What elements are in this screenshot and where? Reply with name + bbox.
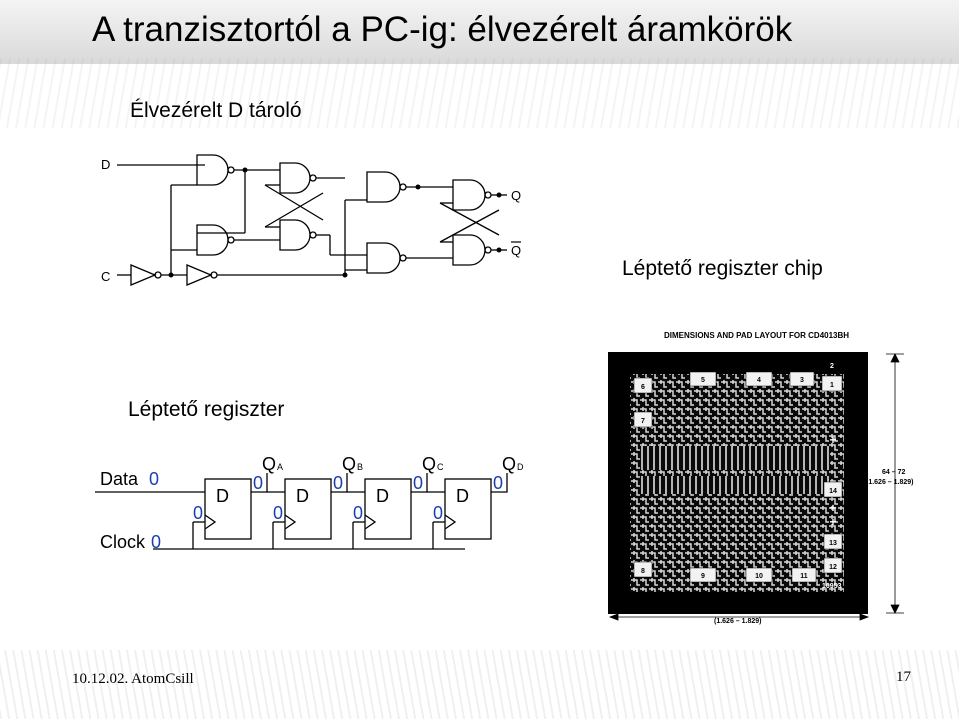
section-register-label: Léptető regiszter (128, 398, 285, 421)
ff-4-label: D (456, 486, 469, 506)
pad-3: 3 (800, 377, 804, 384)
pad-4: 4 (757, 377, 761, 384)
q-value-a: 0 (253, 473, 263, 493)
pad-9: 9 (701, 573, 705, 580)
output-sub-a: A (277, 462, 283, 472)
q-value-c: 0 (413, 473, 423, 493)
clk-value-4: 0 (433, 503, 443, 523)
pad-7: 7 (641, 418, 645, 425)
pad-6: 6 (641, 384, 645, 391)
decorative-stripes-bottom (0, 650, 959, 719)
clk-value-1: 0 (193, 503, 203, 523)
clock-value: 0 (151, 532, 161, 552)
title-bar (0, 0, 959, 64)
pad-13: 13 (829, 540, 837, 547)
ff-2-label: D (296, 486, 309, 506)
q-value-d: 0 (493, 473, 503, 493)
output-qd: Q (502, 454, 516, 474)
plus-mark-3: + (829, 515, 836, 529)
section-dlatch-label: Élvezérelt D tároló (130, 99, 302, 122)
clk-value-2: 0 (273, 503, 283, 523)
chip-part-code: 10953 (822, 583, 842, 590)
pad-1: 1 (830, 382, 834, 389)
pad-14: 14 (829, 488, 837, 495)
chip-heading: DIMENSIONS AND PAD LAYOUT FOR CD4013BH (664, 331, 849, 340)
latch-output-q: Q (511, 188, 521, 203)
plus-mark-1: + (829, 433, 836, 447)
pad-5: 5 (701, 377, 705, 384)
slide-title: A tranzisztortól a PC-ig: élvezérelt ára… (92, 10, 793, 49)
ff-1-label: D (216, 486, 229, 506)
output-qa: Q (262, 454, 276, 474)
ff-3-label: D (376, 486, 389, 506)
decorative-stripes-top (0, 58, 959, 128)
page-number: 17 (896, 669, 911, 685)
pad-11: 11 (800, 573, 808, 580)
latch-output-qbar: Q (511, 243, 521, 258)
output-qc: Q (422, 454, 436, 474)
data-value: 0 (149, 469, 159, 489)
output-qb: Q (342, 454, 356, 474)
chip-dim-horizontal: 64 – 72 (732, 605, 755, 612)
output-sub-d: D (517, 462, 524, 472)
pad-12: 12 (829, 564, 837, 571)
latch-input-c: C (101, 269, 110, 284)
plus-mark-2: + (829, 501, 836, 515)
data-label: Data (100, 469, 139, 489)
chip-dim-vertical: 64 – 72 (882, 469, 905, 476)
section-chip-label: Léptető regiszter chip (622, 257, 823, 280)
clk-value-3: 0 (353, 503, 363, 523)
chip-pad-layout: DIMENSIONS AND PAD LAYOUT FOR CD4013BH 1… (608, 331, 913, 625)
chip-dim-horizontal-sub: (1.626 – 1.829) (714, 618, 761, 625)
pad-10: 10 (755, 573, 763, 580)
q-value-b: 0 (333, 473, 343, 493)
clock-label: Clock (100, 532, 146, 552)
pad-8: 8 (641, 568, 645, 575)
output-sub-b: B (357, 462, 363, 472)
d-latch-diagram: D C Q Q (101, 154, 521, 286)
output-sub-c: C (437, 462, 444, 472)
chip-dim-vertical-sub: (1.626 – 1.829) (866, 479, 913, 486)
pad-2: 2 (830, 363, 834, 370)
shift-register-diagram: Data 0 Clock 0 D D D D Q Q Q Q A B C D 0… (95, 454, 524, 552)
latch-input-d: D (101, 157, 110, 172)
footer-date-author: 10.12.02. AtomCsill (72, 671, 194, 687)
